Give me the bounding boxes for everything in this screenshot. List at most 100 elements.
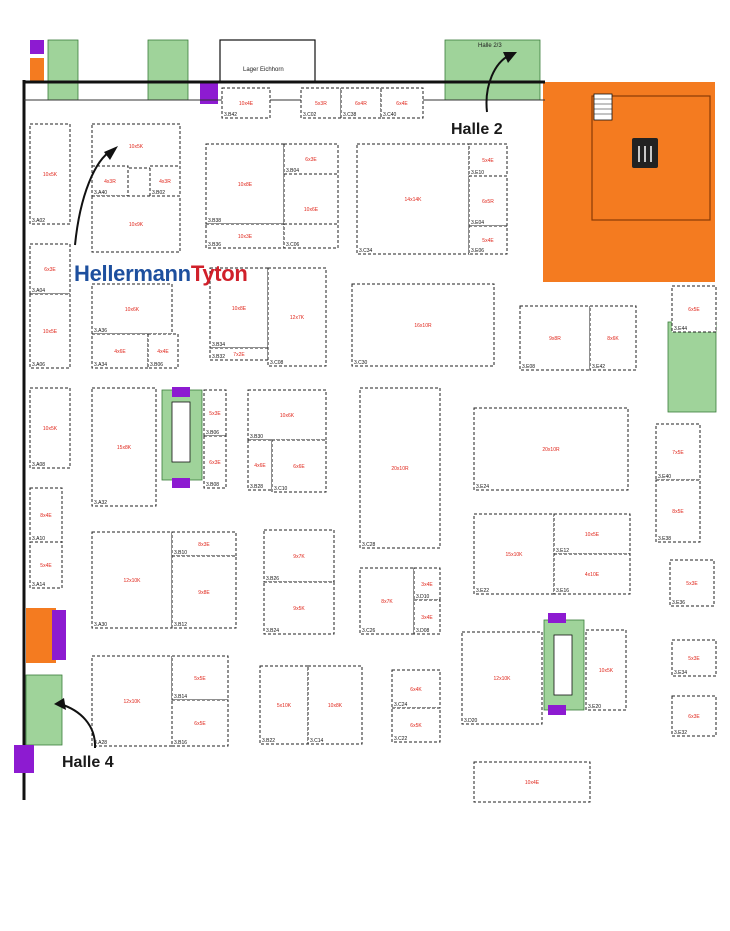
purple-zone-stair2b: [548, 705, 566, 715]
stand-size-label: 14x14K: [405, 197, 423, 203]
stand-size-label: 15x10K: [506, 552, 524, 558]
stand-size-label: 10x8E: [232, 306, 247, 312]
stand-size-label: 10x8K: [328, 703, 343, 709]
stand-number-label: 3.B08: [206, 482, 219, 488]
stand-outline: [283, 223, 339, 249]
stand-outline: [91, 165, 129, 197]
exit-block-top-right: [444, 39, 541, 101]
stand-size-label: 10x6K: [280, 413, 295, 419]
stand-size-label: 7x2E: [233, 352, 245, 358]
stand-number-label: 3.B26: [266, 576, 279, 582]
stand-outline: [91, 655, 173, 747]
stand-size-label: 4x3R: [159, 179, 171, 185]
stand-size-label: 5x3E: [209, 411, 221, 417]
orange-zone-left: [26, 608, 56, 663]
exhibition-stand[interactable]: 10x4E: [473, 761, 591, 803]
stand-number-label: 3.A32: [94, 500, 107, 506]
stand-number-label: 3.E42: [592, 364, 605, 370]
exhibition-stand[interactable]: 3.C06: [283, 223, 339, 249]
stand-size-label: 5x3R: [315, 101, 327, 107]
stand-size-label: 5x4E: [482, 238, 494, 244]
purple-zone-top-left: [30, 40, 44, 54]
stand-outline: [473, 761, 591, 803]
stand-size-label: 4x10E: [585, 572, 600, 578]
exhibition-stand[interactable]: 10x5K: [91, 123, 181, 169]
stand-outline: [263, 581, 335, 635]
purple-zone-top: [200, 82, 218, 104]
stand-size-label: 6x3E: [688, 714, 700, 720]
stand-number-label: 3.B16: [174, 740, 187, 746]
stand-size-label: 9x8E: [198, 590, 210, 596]
stand-outline: [149, 165, 181, 197]
exit-block-top-left: [47, 39, 79, 101]
stand-outline: [473, 513, 555, 595]
stand-number-label: 3.E12: [556, 548, 569, 554]
stand-size-label: 9x8R: [549, 336, 561, 342]
exhibition-stand[interactable]: 10x9K: [91, 195, 181, 253]
stand-number-label: 3.A34: [94, 362, 107, 368]
